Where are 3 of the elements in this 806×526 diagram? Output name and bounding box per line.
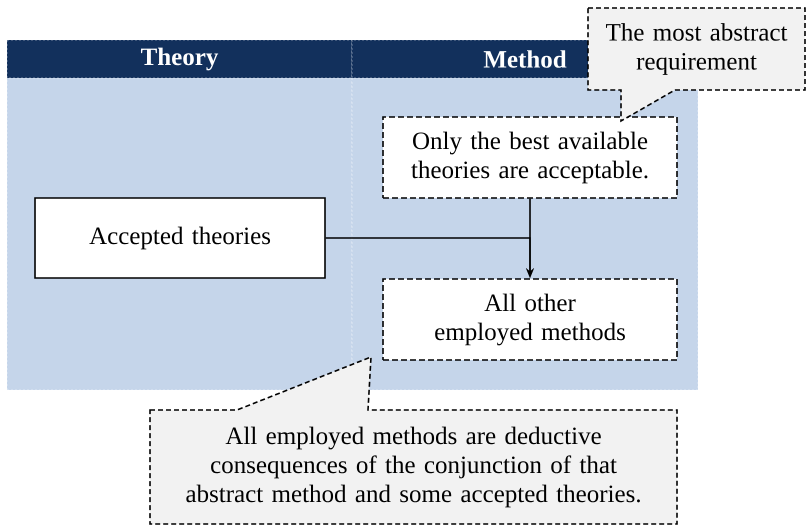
process-box: Accepted theories	[34, 197, 326, 279]
callout: All employed methods are deductive consequences of the conjunction of that abstract method and some accepted theories.	[149, 356, 678, 525]
callout: The most abstract requirement	[587, 7, 806, 122]
